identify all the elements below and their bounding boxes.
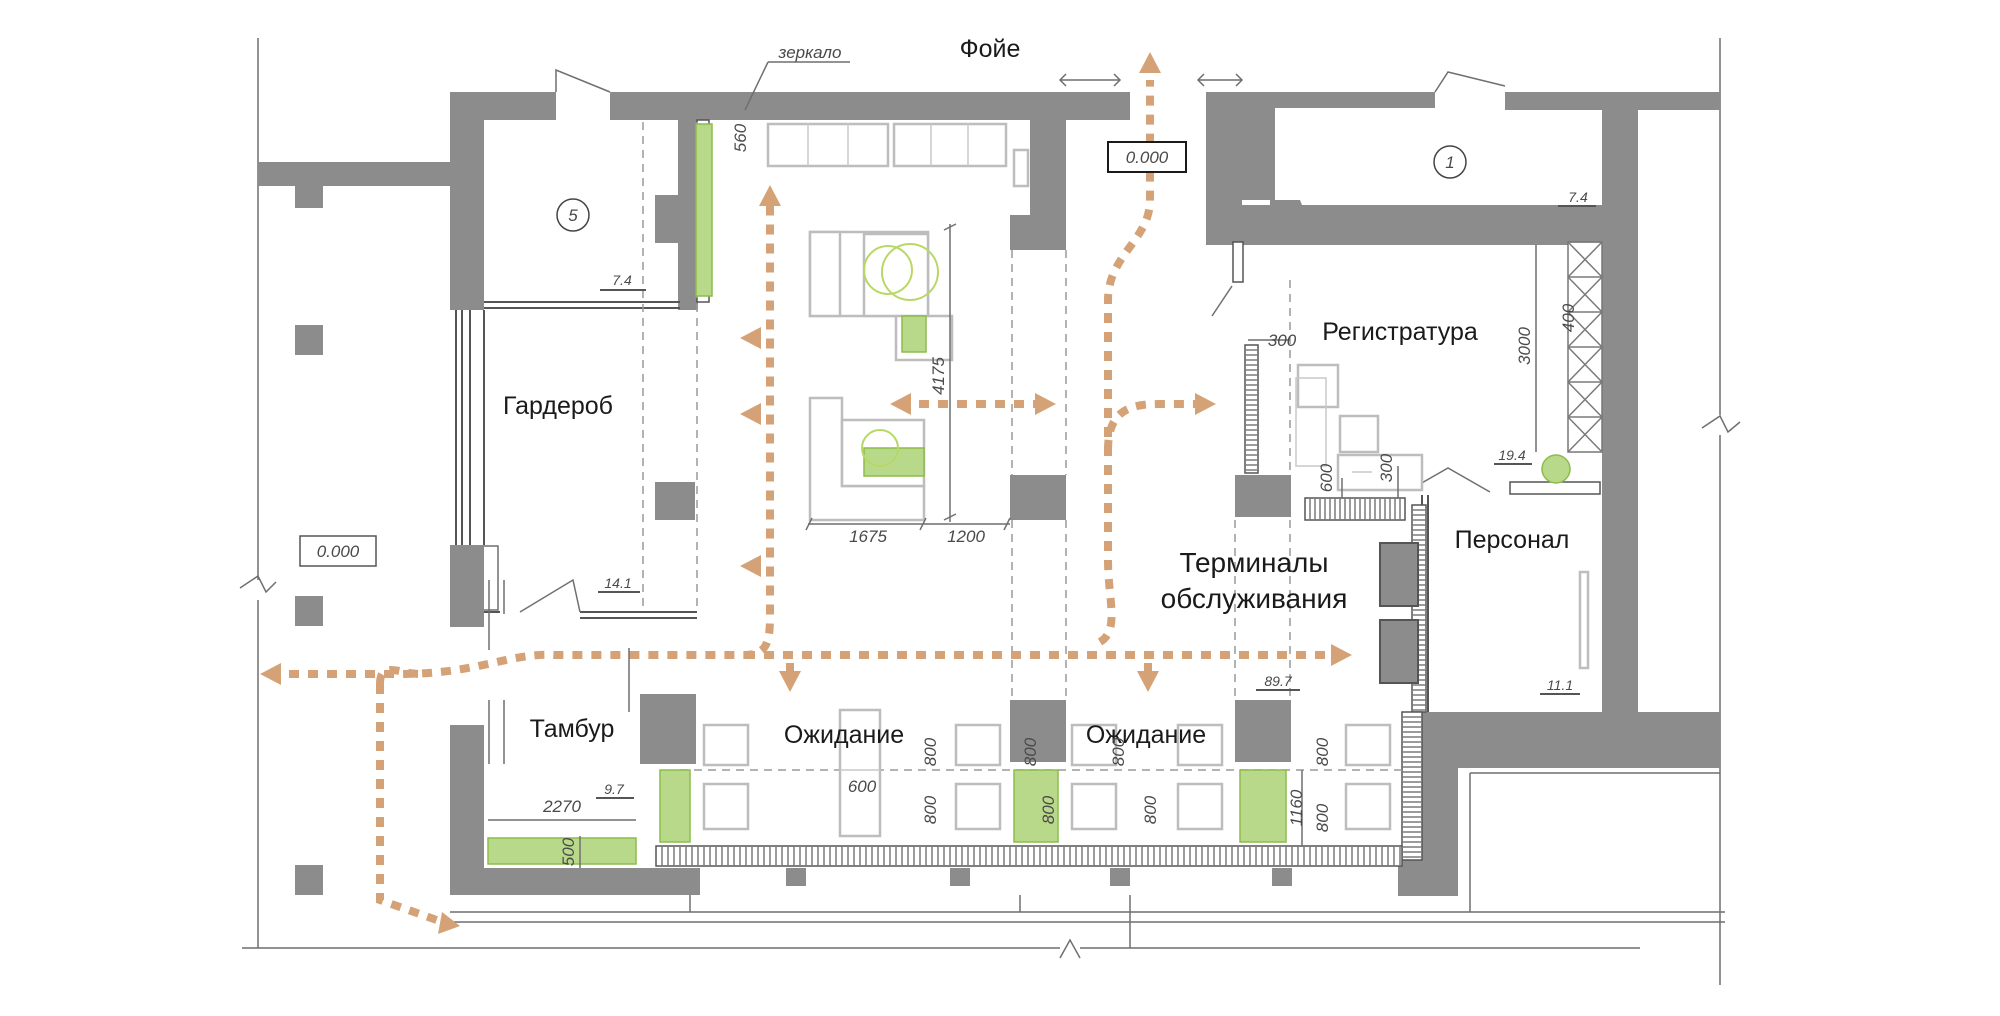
level-mark-corridor: 0.000 (299, 535, 377, 567)
dim-bench-1160: 1160 (1287, 789, 1306, 826)
counter-hatching (655, 241, 1603, 867)
dim-counter-300: 300 (1377, 453, 1396, 482)
dim-table-600: 600 (848, 777, 877, 796)
room-number-5: 5 (556, 198, 590, 232)
label-vestibule: Тамбур (530, 715, 615, 743)
area-terminals: 89.7 (1264, 673, 1292, 689)
label-staff: Персонал (1455, 526, 1570, 554)
dim-chair-800-e: 800 (1039, 795, 1058, 824)
dim-registry-depth: 3000 (1515, 327, 1534, 365)
area-room-5: 7.4 (612, 272, 632, 288)
area-staff: 11.1 (1547, 677, 1573, 693)
svg-text:5: 5 (568, 206, 578, 225)
svg-text:0.000: 0.000 (317, 542, 360, 561)
dim-sofa-width: 1675 (849, 527, 887, 546)
door-swing-arrows (488, 73, 1244, 764)
dim-shelf-400: 400 (1559, 303, 1578, 332)
dim-chair-800-h: 800 (1021, 737, 1040, 766)
plants (487, 123, 1571, 865)
columns (295, 178, 1292, 895)
area-vestibule: 9.7 (604, 781, 625, 797)
dim-chair-800-c: 800 (1109, 737, 1128, 766)
area-wardrobe: 14.1 (604, 575, 631, 591)
svg-text:0.000: 0.000 (1126, 148, 1169, 167)
dim-planter-500: 500 (559, 837, 578, 866)
dim-desk-300-top: 300 (1268, 331, 1297, 350)
mirror-leader (744, 61, 850, 111)
label-registry: Регистратура (1322, 318, 1478, 346)
axes (642, 122, 1402, 771)
dim-chair-800-d: 800 (1141, 795, 1160, 824)
dimension-lines (488, 223, 1537, 868)
label-foyer: Фойе (960, 35, 1021, 63)
area-underlines (596, 205, 1596, 799)
area-room-1: 7.4 (1568, 189, 1588, 205)
label-mirror: зеркало (778, 43, 842, 62)
svg-text:1: 1 (1445, 153, 1454, 172)
dim-planter-2270: 2270 (542, 797, 581, 816)
level-mark-entrance: 0.000 (1107, 141, 1187, 173)
label-wardrobe: Гардероб (503, 392, 613, 420)
dim-table-width: 1200 (947, 527, 985, 546)
dim-chair-800-b: 800 (921, 795, 940, 824)
walls (258, 92, 1720, 896)
label-waiting-2: Ожидание (1086, 721, 1206, 749)
dim-counter-600: 600 (1317, 463, 1336, 492)
boundary-lines (239, 38, 1741, 985)
dim-chair-800-f: 800 (1313, 737, 1332, 766)
room-number-1: 1 (1433, 145, 1467, 179)
area-registry: 19.4 (1498, 447, 1525, 463)
flow-arrowheads (260, 52, 1352, 934)
dim-chair-800-a: 800 (921, 737, 940, 766)
dim-chair-800-g: 800 (1313, 803, 1332, 832)
label-terminals-line2: обслуживания (1161, 583, 1348, 614)
label-waiting-1: Ожидание (784, 721, 904, 749)
dim-mirror-depth: 560 (731, 123, 750, 152)
label-terminals-line1: Терминалы (1179, 547, 1328, 578)
dim-sofa-group-height: 4175 (929, 357, 948, 395)
